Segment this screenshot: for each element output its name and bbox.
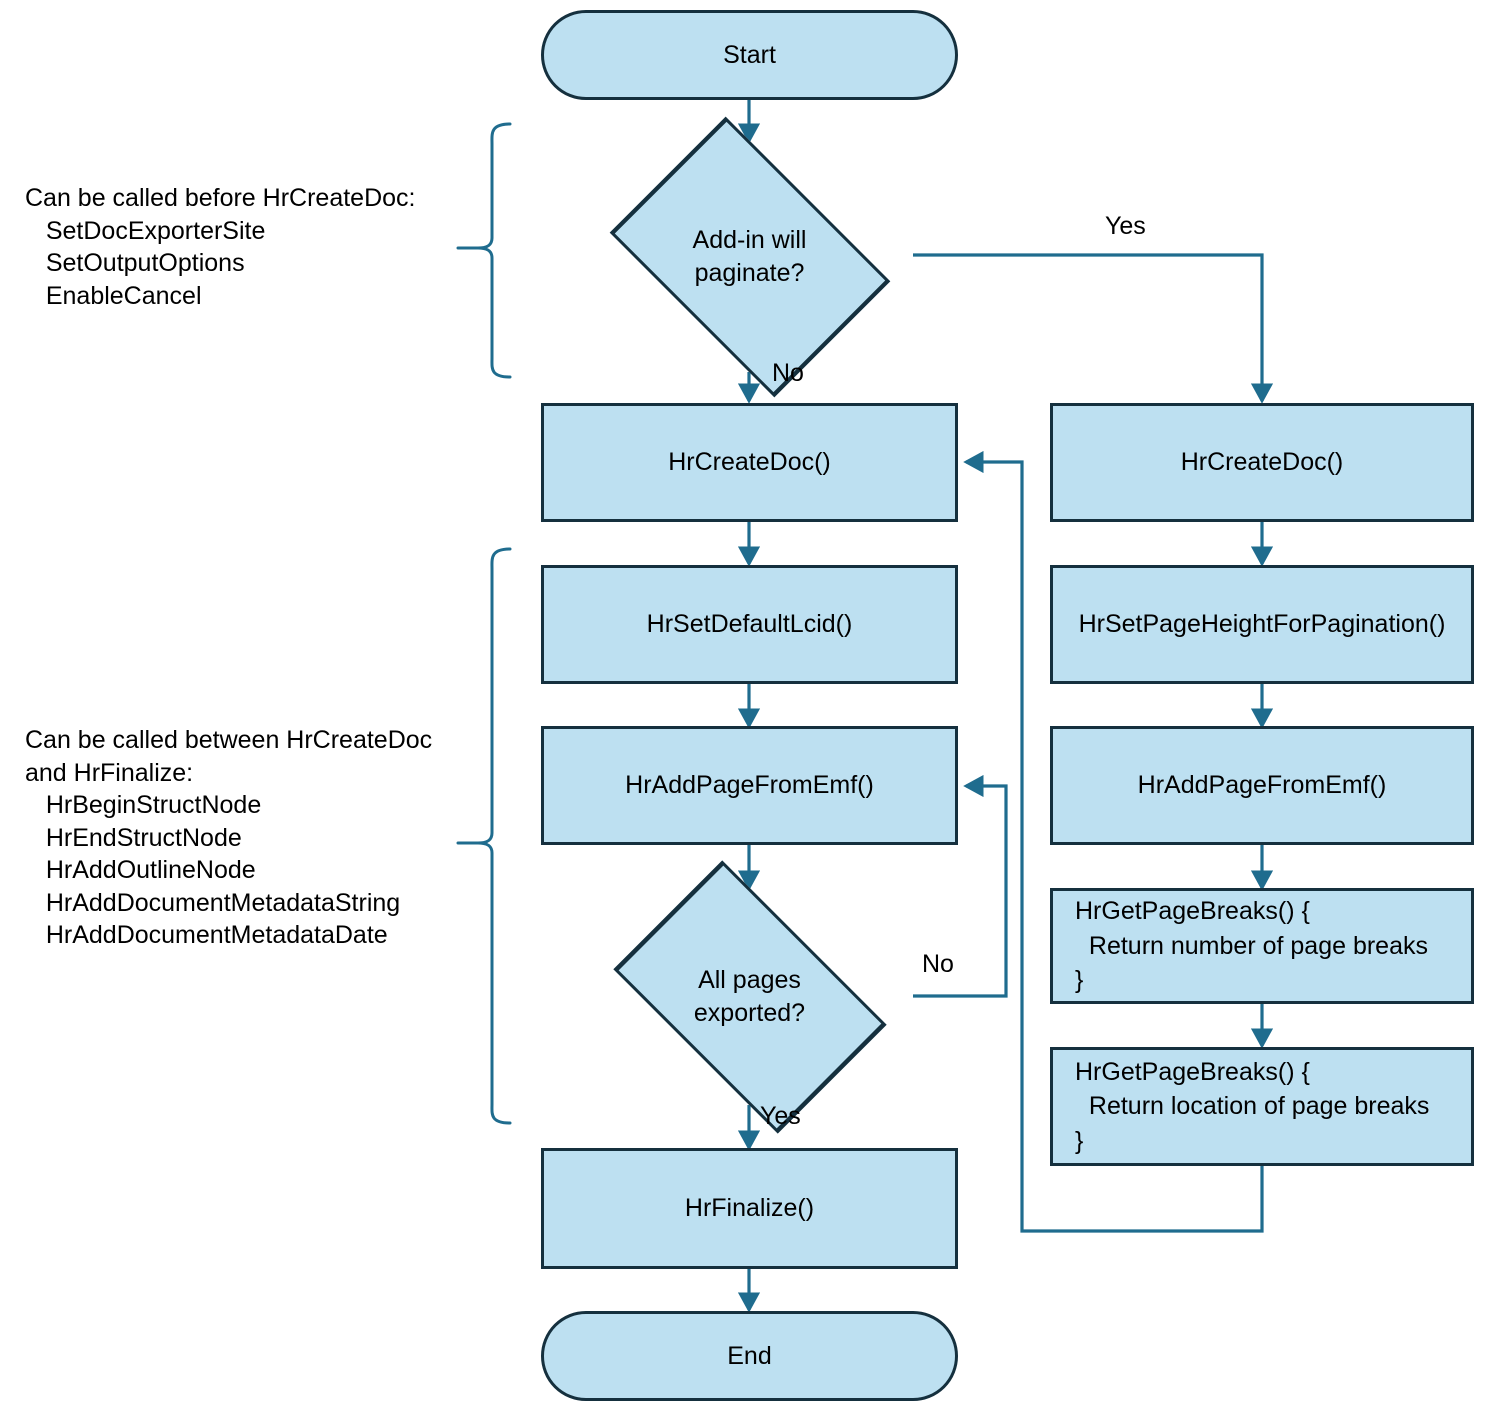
node-decision-all-pages-exported-label: All pages exported? (693, 965, 806, 1028)
edge-label-all-pages-yes: Yes (760, 1102, 801, 1130)
edge-label-all-pages-no: No (922, 950, 954, 978)
node-hrsetpageheightforpagination[interactable]: HrSetPageHeightForPagination() (1050, 565, 1474, 684)
annotation-between-hrcreatedoc-hrfinalize: Can be called between HrCreateDoc and Hr… (25, 726, 433, 949)
annotation-before-hrcreatedoc: Can be called before HrCreateDoc: SetDoc… (25, 184, 416, 310)
node-hraddpagefromemf-right[interactable]: HrAddPageFromEmf() (1050, 726, 1474, 845)
node-hrgetpagebreaks-location[interactable]: HrGetPageBreaks() { Return location of p… (1050, 1047, 1474, 1166)
node-hrcreatedoc-left[interactable]: HrCreateDoc() (541, 403, 958, 522)
node-hrsetdefaultlcid[interactable]: HrSetDefaultLcid() (541, 565, 958, 684)
node-hrcreatedoc-right[interactable]: HrCreateDoc() (1050, 403, 1474, 522)
edge-label-paginate-no: No (772, 359, 804, 387)
node-decision-all-pages-exported[interactable]: All pages exported? (585, 860, 914, 1134)
node-decision-add-in-will-paginate-label: Add-in will paginate? (692, 225, 807, 288)
node-decision-add-in-will-paginate[interactable]: Add-in will paginate? (585, 116, 914, 398)
node-end[interactable]: End (541, 1311, 958, 1401)
brace-before-hrcreatedoc (477, 122, 512, 379)
node-hraddpagefromemf-left[interactable]: HrAddPageFromEmf() (541, 726, 958, 845)
brace-between-hrcreatedoc-hrfinalize (477, 547, 512, 1125)
node-hrfinalize[interactable]: HrFinalize() (541, 1148, 958, 1269)
node-start[interactable]: Start (541, 10, 958, 100)
edge-paginate-yes (913, 253, 1274, 404)
edge-label-paginate-yes: Yes (1105, 212, 1146, 240)
node-hrgetpagebreaks-number[interactable]: HrGetPageBreaks() { Return number of pag… (1050, 888, 1474, 1004)
